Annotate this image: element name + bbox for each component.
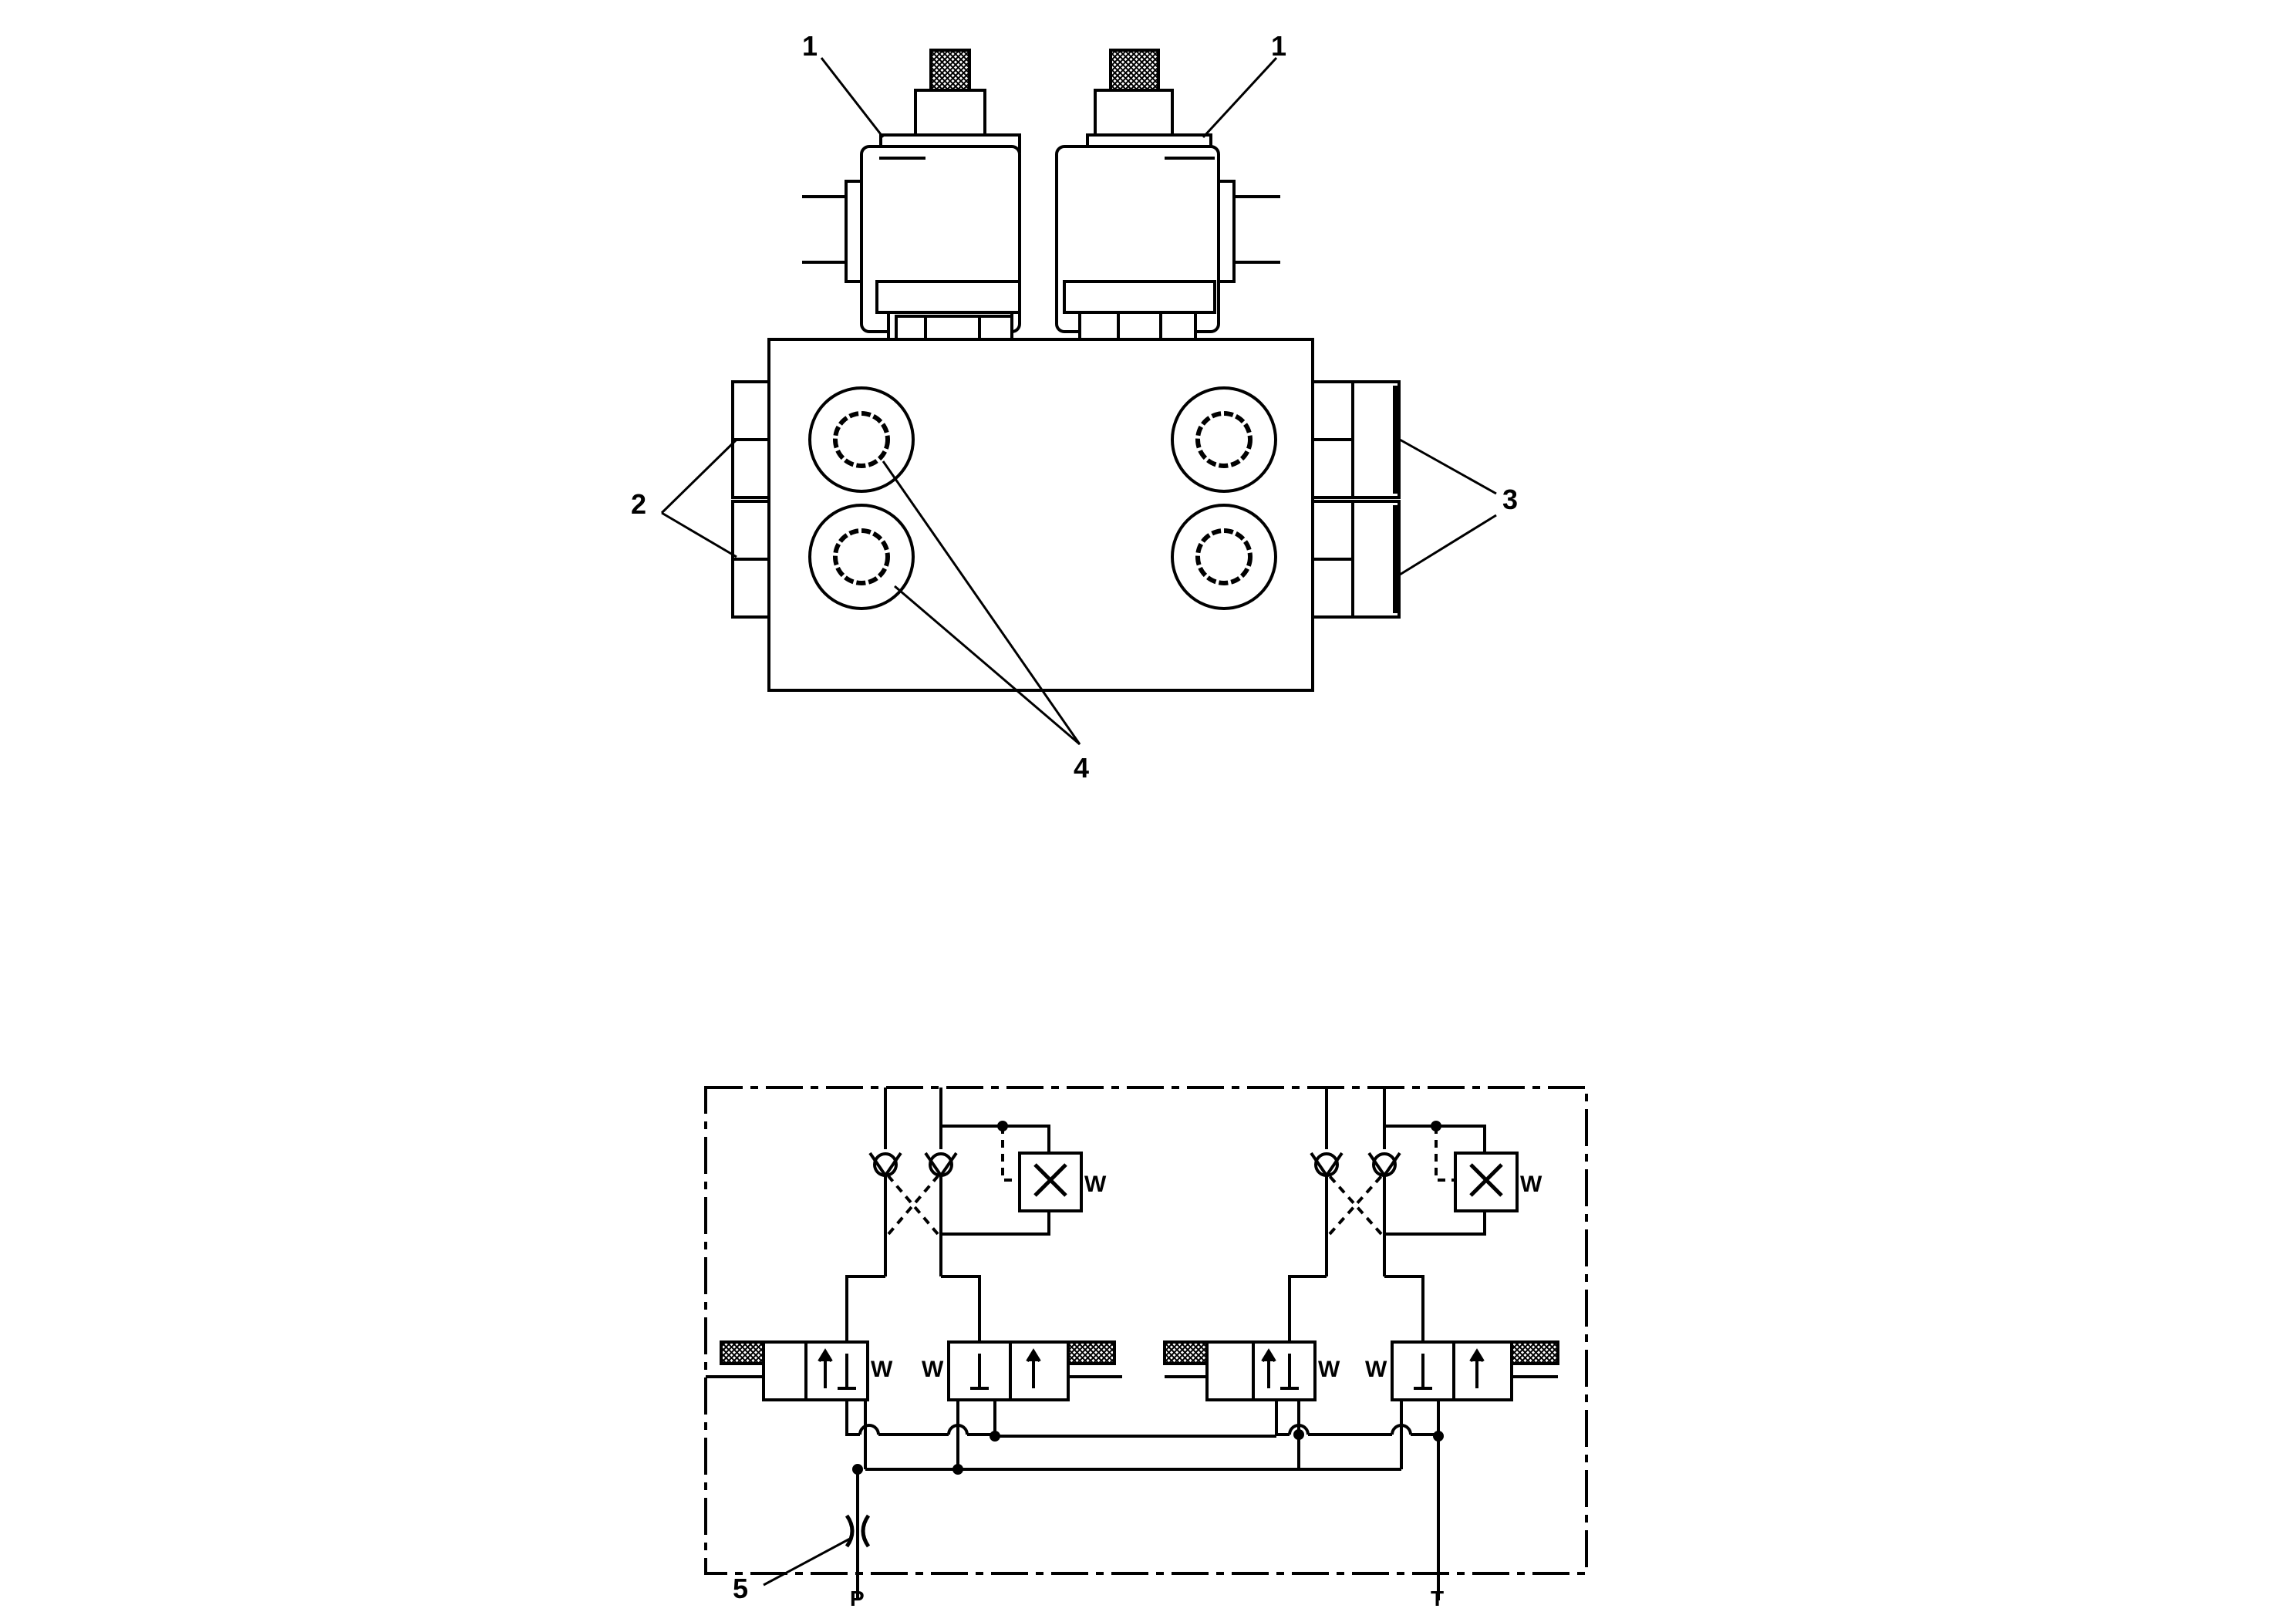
port-plugs-left: [731, 380, 770, 619]
spring-label-spool-3: W: [1318, 1357, 1340, 1382]
cartridge-top-left: [808, 386, 915, 493]
schematic-left-half: [706, 1088, 1122, 1475]
spring-label-relief-left: W: [1084, 1172, 1107, 1197]
port-label-p: P: [850, 1587, 865, 1610]
schematic-right-half: [1163, 1088, 1559, 1573]
callout-3: 3: [1502, 484, 1518, 515]
cartridge-bottom-left: [808, 504, 915, 610]
cartridge-top-right: [1171, 386, 1277, 493]
valve-block-drawing: [660, 49, 1497, 746]
callout-2: 2: [631, 488, 646, 520]
port-plugs-right: [1311, 380, 1401, 619]
port-label-t: T: [1431, 1587, 1444, 1610]
callout-4: 4: [1074, 752, 1089, 784]
leader-lines: [660, 56, 1497, 746]
manifold-block: [767, 338, 1314, 692]
spring-label-spool-4: W: [1365, 1357, 1387, 1382]
spring-label-spool-2: W: [922, 1357, 944, 1382]
callout-1-right: 1: [1271, 30, 1286, 62]
solenoid-right: [1055, 49, 1280, 341]
spring-label-spool-1: W: [871, 1357, 893, 1382]
cartridge-bottom-right: [1171, 504, 1277, 610]
supply-return-lines: [763, 1435, 1440, 1600]
spring-label-relief-right: W: [1520, 1172, 1542, 1197]
hydraulic-schematic: [704, 1086, 1588, 1600]
solenoid-left: [802, 49, 1021, 345]
callout-5: 5: [733, 1573, 748, 1604]
schematic-enclosure: [704, 1086, 1588, 1575]
callout-1-left: 1: [802, 30, 818, 62]
